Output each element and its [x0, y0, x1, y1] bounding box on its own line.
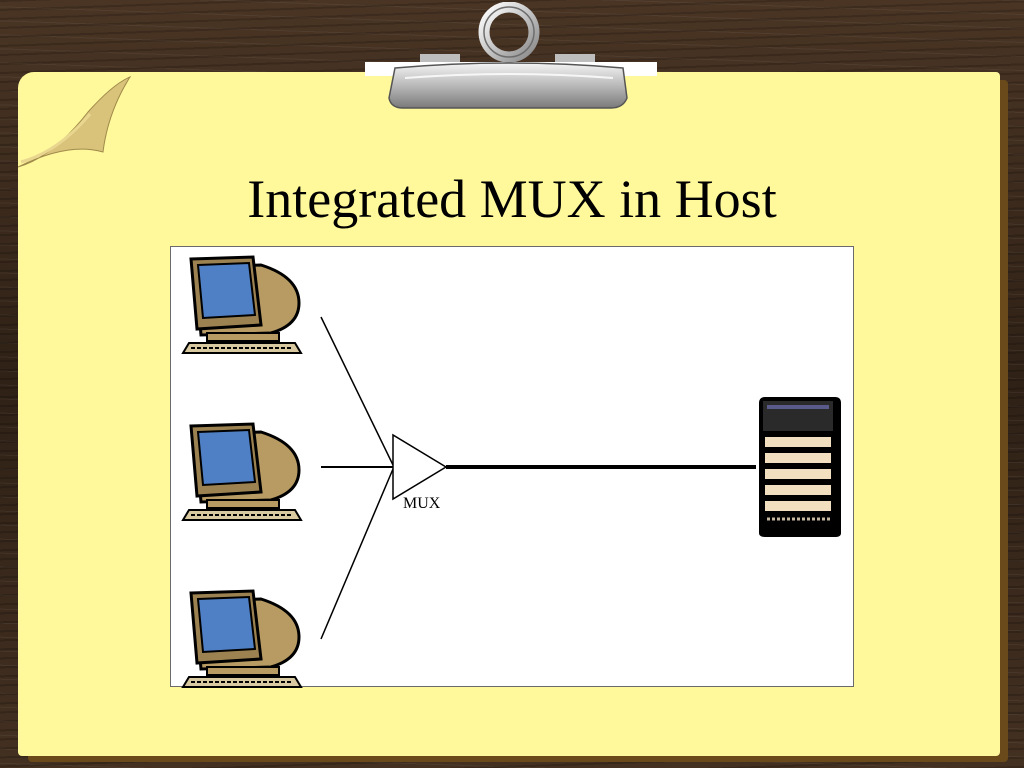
network-diagram: MUX [170, 246, 854, 688]
terminal-computer-3-icon [181, 589, 303, 688]
host-server-icon [759, 397, 841, 537]
terminal-computer-1-icon [181, 255, 303, 355]
mux-label: MUX [403, 495, 441, 512]
slide-title: Integrated MUX in Host [247, 169, 777, 229]
terminal-computer-2-icon [181, 422, 303, 522]
binder-clip-icon [365, 2, 657, 109]
link-terminal-1 [320, 316, 394, 466]
page-curl-icon [18, 72, 148, 182]
link-terminal-3 [320, 468, 394, 640]
mux-triangle [392, 433, 448, 501]
